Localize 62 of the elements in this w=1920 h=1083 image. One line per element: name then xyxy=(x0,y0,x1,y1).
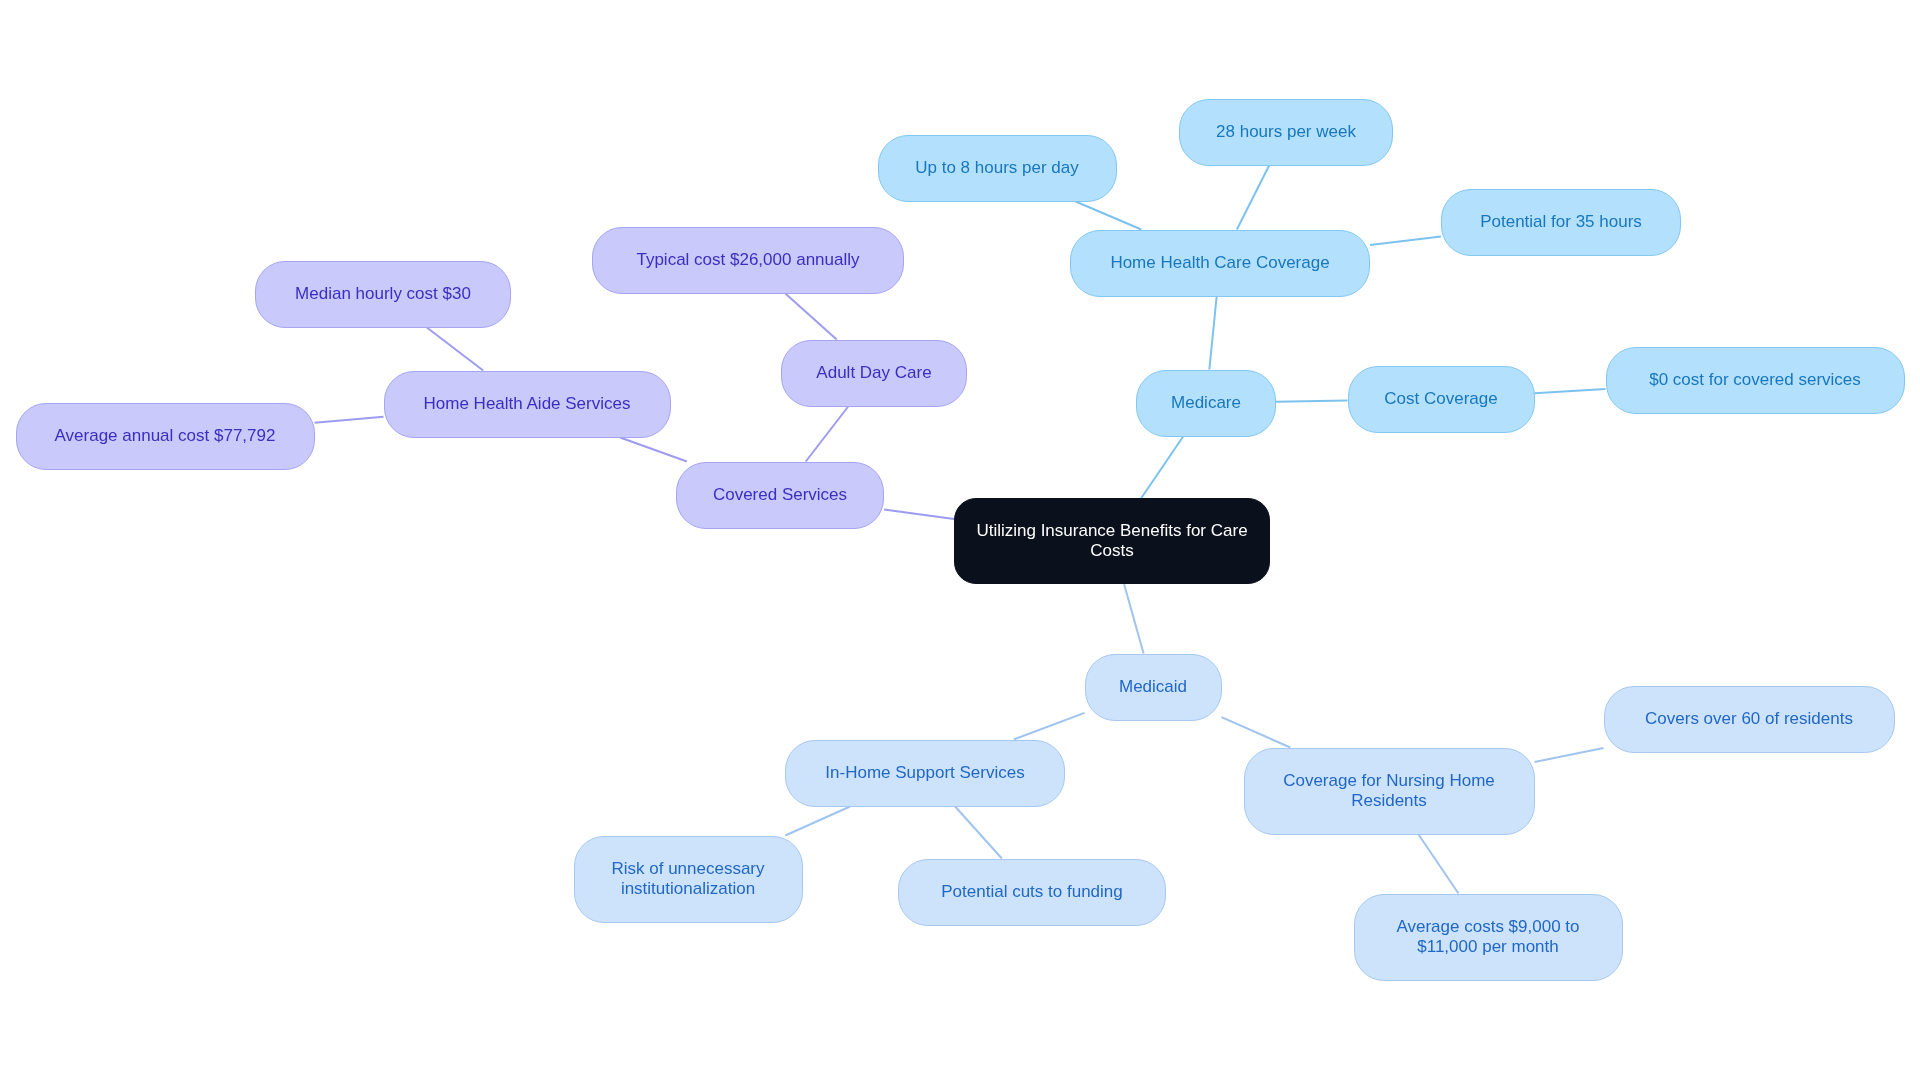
connector-line xyxy=(1123,583,1145,655)
node-label: Average costs $9,000 to $11,000 per month xyxy=(1395,917,1581,957)
topic-node xyxy=(1603,685,1895,753)
topic-node xyxy=(15,402,315,470)
node-label: Adult Day Care xyxy=(816,363,932,383)
connector-line xyxy=(784,292,838,341)
node-label: Medicaid xyxy=(1118,677,1187,697)
topic-node xyxy=(898,858,1166,926)
topic-node xyxy=(1136,369,1276,437)
connector-line xyxy=(1369,235,1442,246)
node-label: Average annual cost $77,792 xyxy=(54,426,276,446)
connector-line xyxy=(313,415,385,424)
connector-line xyxy=(1220,716,1292,749)
node-label: Medicare xyxy=(1171,393,1241,413)
node-label: Covers over 60 of residents xyxy=(1645,709,1853,729)
node-label: Home Health Aide Services xyxy=(423,394,631,414)
connector-line xyxy=(1533,747,1605,763)
connector-line xyxy=(1533,388,1607,395)
connector-line xyxy=(619,436,688,463)
connector-line xyxy=(804,405,850,463)
topic-node xyxy=(592,226,904,294)
node-label: Utilizing Insurance Benefits for Care Costs xyxy=(975,521,1249,561)
node-label: Typical cost $26,000 annually xyxy=(636,250,860,270)
topic-node xyxy=(255,260,511,328)
node-label: Up to 8 hours per day xyxy=(915,158,1079,178)
topic-node xyxy=(1070,229,1370,297)
node-label: $0 cost for covered services xyxy=(1649,370,1861,390)
topic-node xyxy=(781,339,967,407)
node-label: Cost Coverage xyxy=(1384,389,1498,409)
topic-node xyxy=(785,739,1065,807)
connector-line xyxy=(1012,711,1086,741)
connector-line xyxy=(1140,435,1185,499)
topic-node xyxy=(1353,893,1623,981)
topic-node xyxy=(383,370,671,438)
node-label: In-Home Support Services xyxy=(825,763,1025,783)
central-topic xyxy=(954,498,1270,584)
connector-line xyxy=(1074,200,1143,231)
topic-node xyxy=(1441,188,1681,256)
connector-line xyxy=(1235,164,1271,231)
node-label: Potential cuts to funding xyxy=(941,882,1123,902)
node-label: Covered Services xyxy=(712,485,848,505)
node-label: Potential for 35 hours xyxy=(1480,212,1642,232)
connector-line xyxy=(425,326,485,372)
topic-node xyxy=(676,461,884,529)
connector-line xyxy=(883,508,955,521)
connector-line xyxy=(1417,833,1460,895)
topic-node xyxy=(1243,747,1535,835)
node-label: Home Health Care Coverage xyxy=(1110,253,1330,273)
node-label: Risk of unnecessary institutionalization xyxy=(610,859,766,899)
node-label: Median hourly cost $30 xyxy=(295,284,471,304)
connector-line xyxy=(1275,399,1349,403)
topic-node xyxy=(1347,365,1535,433)
topic-node xyxy=(573,835,803,923)
node-label: Coverage for Nursing Home Residents xyxy=(1282,771,1496,811)
topic-node xyxy=(877,134,1117,202)
topic-node xyxy=(1179,98,1393,166)
node-label: 28 hours per week xyxy=(1216,122,1356,142)
connector-line xyxy=(954,805,1003,860)
topic-node xyxy=(1605,346,1905,414)
connector-line xyxy=(1208,295,1218,371)
topic-node xyxy=(1084,653,1222,721)
connector-line xyxy=(784,805,852,837)
